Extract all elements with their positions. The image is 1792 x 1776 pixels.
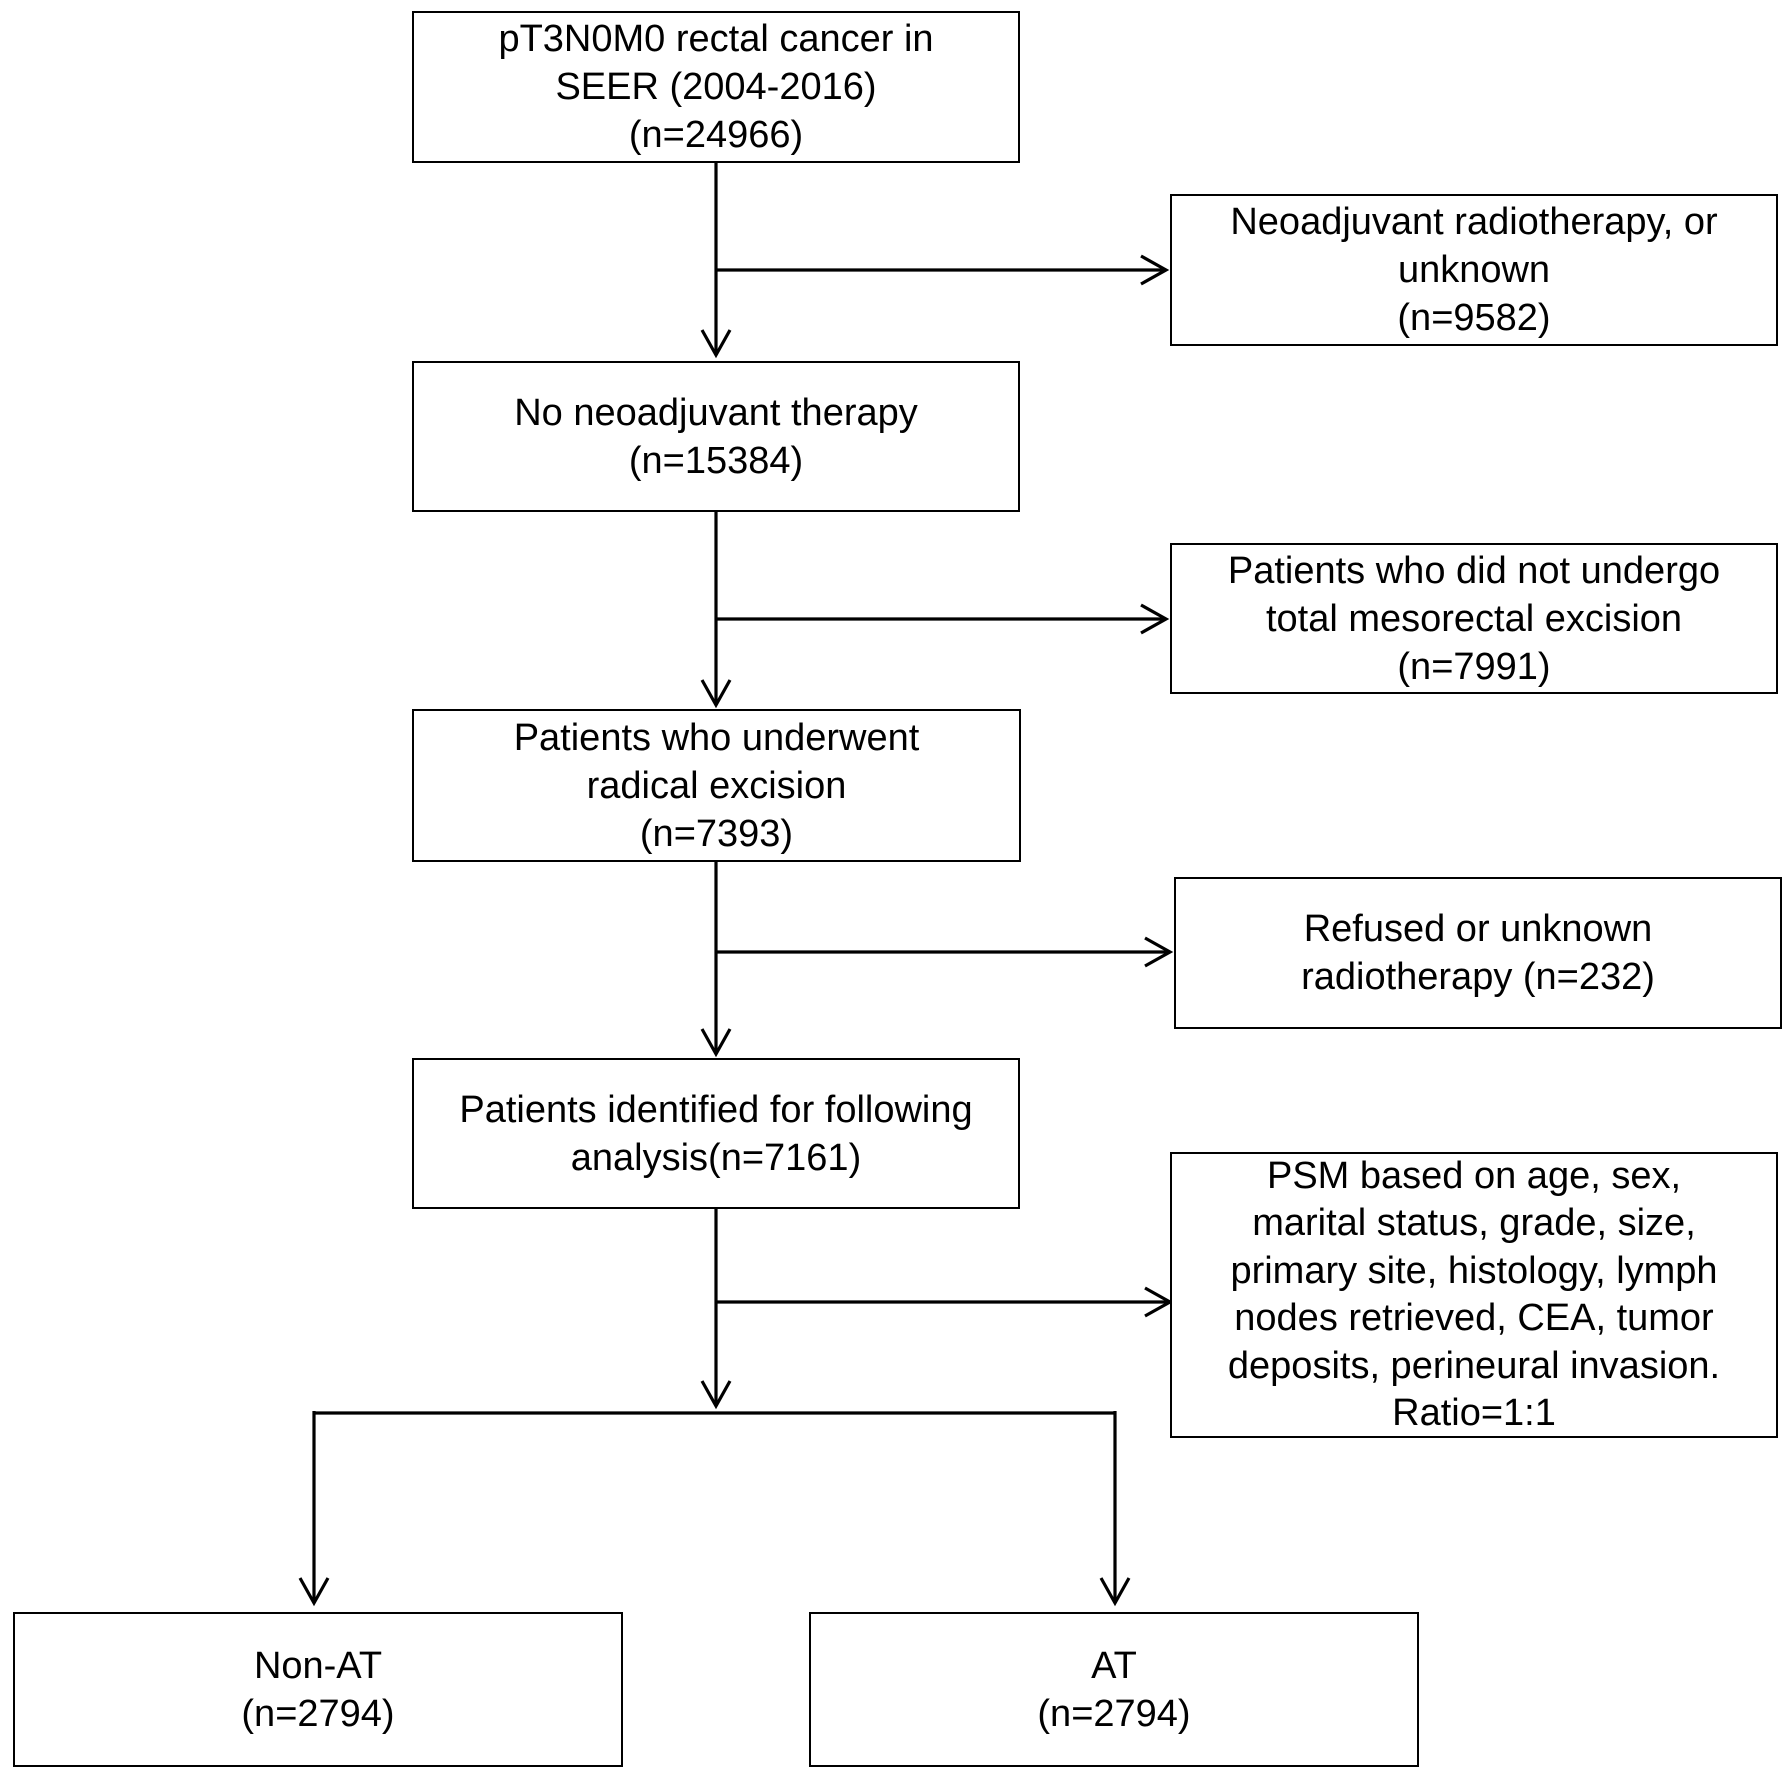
box-psm-line-3: primary site, histology, lymph [1230,1249,1718,1292]
box-excl-no-tme-line-3: (n=7991) [1397,645,1551,688]
arrowhead-identified [700,1028,732,1058]
box-excl-neoadjuvant-rt-line-3: (n=9582) [1397,297,1551,339]
box-identified-line-1: Patients identified for following [459,1088,973,1131]
box-identified: Patients identified for following analys… [412,1058,1020,1209]
box-psm: PSM based on age, sex, marital status, g… [1170,1152,1778,1438]
box-excl-no-tme: Patients who did not undergo total mesor… [1170,543,1778,694]
box-at: AT (n=2794) [809,1612,1419,1767]
arrowhead-no-neoadjuvant [700,329,732,359]
box-radical-excision-line-1: Patients who underwent [513,716,920,759]
box-start-line-2: SEER (2004-2016) [555,66,877,108]
box-at-line-2: (n=2794) [1037,1692,1191,1735]
box-identified-line-2: analysis(n=7161) [570,1136,862,1179]
box-psm-line-2: marital status, grade, size, [1252,1202,1696,1244]
arrowhead-no-tme [1140,603,1170,635]
box-start: pT3N0M0 rectal cancer in SEER (2004-2016… [412,11,1020,163]
box-no-neoadjuvant-line-1: No neoadjuvant therapy [514,391,918,434]
box-excl-neoadjuvant-rt-line-1: Neoadjuvant radiotherapy, or [1230,201,1718,243]
box-excl-no-tme-line-1: Patients who did not undergo [1227,549,1721,592]
box-excl-no-tme-line-2: total mesorectal excision [1265,597,1683,640]
box-start-line-1: pT3N0M0 rectal cancer in [498,18,934,60]
box-excl-refused-rt: Refused or unknown radiotherapy (n=232) [1174,877,1782,1029]
box-radical-excision-line-2: radical excision [586,764,847,807]
box-non-at: Non-AT (n=2794) [13,1612,623,1767]
box-at-line-1: AT [1091,1644,1137,1687]
box-psm-line-5: deposits, perineural invasion. [1227,1344,1721,1387]
arrowhead-refused-rt [1144,936,1174,968]
box-excl-neoadjuvant-rt: Neoadjuvant radiotherapy, or unknown (n=… [1170,194,1778,346]
arrowhead-radical-excision [700,679,732,709]
box-start-line-3: (n=24966) [628,114,804,156]
arrowhead-non-at [298,1577,330,1607]
box-radical-excision: Patients who underwent radical excision … [412,709,1021,862]
arrowhead-at [1099,1577,1131,1607]
arrowhead-neoadjuvant-rt [1140,254,1170,286]
box-no-neoadjuvant: No neoadjuvant therapy (n=15384) [412,361,1020,512]
box-non-at-line-1: Non-AT [253,1644,383,1687]
box-psm-line-1: PSM based on age, sex, [1266,1154,1682,1197]
box-radical-excision-line-3: (n=7393) [639,812,794,855]
arrowhead-split [700,1380,732,1410]
box-psm-line-6: Ratio=1:1 [1392,1392,1556,1434]
box-excl-refused-rt-line-2: radiotherapy (n=232) [1301,956,1655,998]
box-excl-refused-rt-line-1: Refused or unknown [1303,908,1653,950]
box-psm-line-4: nodes retrieved, CEA, tumor [1234,1297,1714,1339]
box-excl-neoadjuvant-rt-line-2: unknown [1397,249,1551,291]
box-non-at-line-2: (n=2794) [241,1692,395,1735]
box-no-neoadjuvant-line-2: (n=15384) [628,439,804,482]
